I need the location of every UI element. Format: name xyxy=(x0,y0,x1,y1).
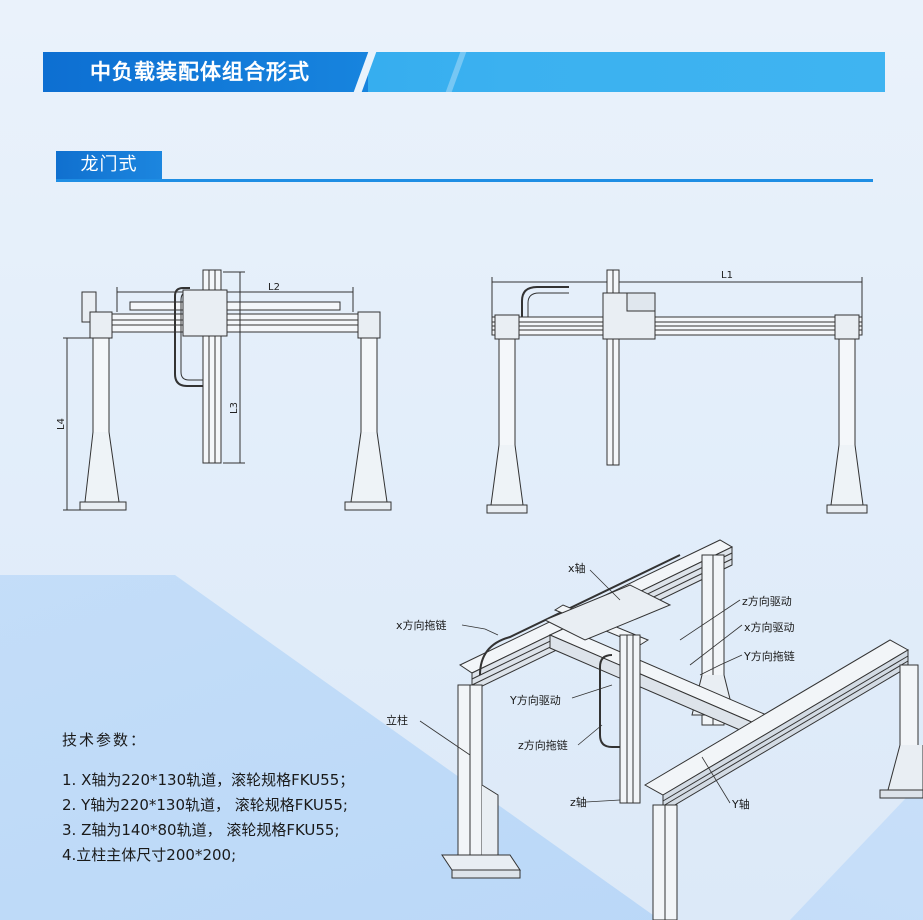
callout-z-axis: z轴 xyxy=(570,795,587,809)
dim-l1: L1 xyxy=(721,270,733,281)
callout-x-axis: x轴 xyxy=(568,561,586,575)
isometric-drawing: x轴 x方向拖链 z方向驱动 x方向驱动 Y方向拖链 Y方向驱动 立柱 z方向拖… xyxy=(386,539,923,920)
callout-x-drive: x方向驱动 xyxy=(744,620,795,634)
dim-l2: L2 xyxy=(268,282,280,293)
page-title: 中负载装配体组合形式 xyxy=(90,60,310,84)
callout-y-drag-chain: Y方向拖链 xyxy=(743,649,795,663)
spec-item-2: 2. Y轴为220*130轨道， 滚轮规格FKU55; xyxy=(62,796,348,814)
spec-block: 技术参数： 1. X轴为220*130轨道，滚轮规格FKU55； 2. Y轴为2… xyxy=(62,730,452,868)
section-rule xyxy=(56,179,873,182)
spec-title: 技术参数： xyxy=(62,731,148,749)
header-banner-dark xyxy=(43,52,368,92)
spec-item-1: 1. X轴为220*130轨道，滚轮规格FKU55； xyxy=(62,771,355,789)
header-banner xyxy=(43,52,885,92)
header-banner-accent xyxy=(445,52,467,92)
spec-item-3: 3. Z轴为140*80轨道， 滚轮规格FKU55; xyxy=(62,821,340,839)
callout-y-axis: Y轴 xyxy=(731,797,750,811)
callout-z-drag-chain: z方向拖链 xyxy=(518,738,568,752)
callout-x-drag-chain: x方向拖链 xyxy=(396,618,447,632)
dim-l4: L4 xyxy=(56,418,67,430)
callout-column: 立柱 xyxy=(386,713,408,727)
section-label: 龙门式 xyxy=(80,154,138,175)
front-view-drawing: L1 xyxy=(486,269,868,514)
section-label-box xyxy=(56,151,162,179)
spec-item-4: 4.立柱主体尺寸200*200; xyxy=(62,846,237,864)
side-view-drawing: L2 L4 L3 xyxy=(56,269,392,511)
dim-l3: L3 xyxy=(229,402,240,414)
callout-z-drive: z方向驱动 xyxy=(742,594,792,608)
callout-y-drive: Y方向驱动 xyxy=(509,693,561,707)
